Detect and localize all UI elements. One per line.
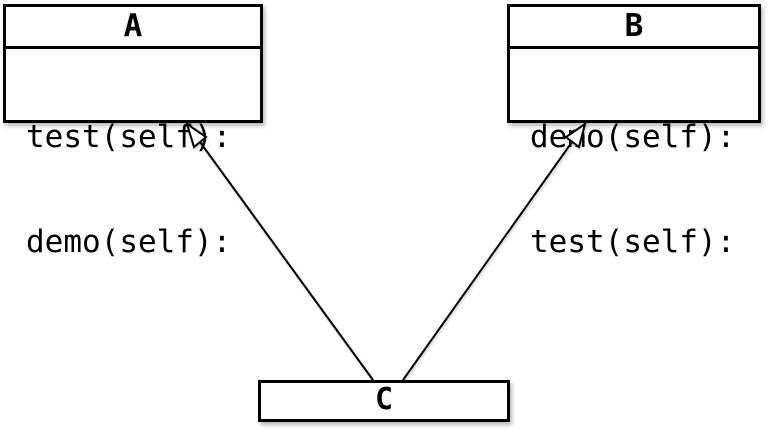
class-b-member-2: test(self): xyxy=(530,224,736,260)
class-b-members: demo(self): test(self): xyxy=(510,49,758,330)
class-a-member-1: test(self): xyxy=(26,119,232,155)
class-c-name: C xyxy=(374,383,394,417)
class-b-member-1: demo(self): xyxy=(530,119,736,155)
class-box-b: B demo(self): test(self): xyxy=(507,4,761,260)
class-b-name: B xyxy=(510,7,758,49)
class-box-c: C xyxy=(258,380,510,422)
class-a-member-2: demo(self): xyxy=(26,224,232,260)
class-a-name: A xyxy=(6,7,260,49)
class-a-members: test(self): demo(self): xyxy=(6,49,260,330)
class-box-a: A test(self): demo(self): xyxy=(3,4,263,260)
